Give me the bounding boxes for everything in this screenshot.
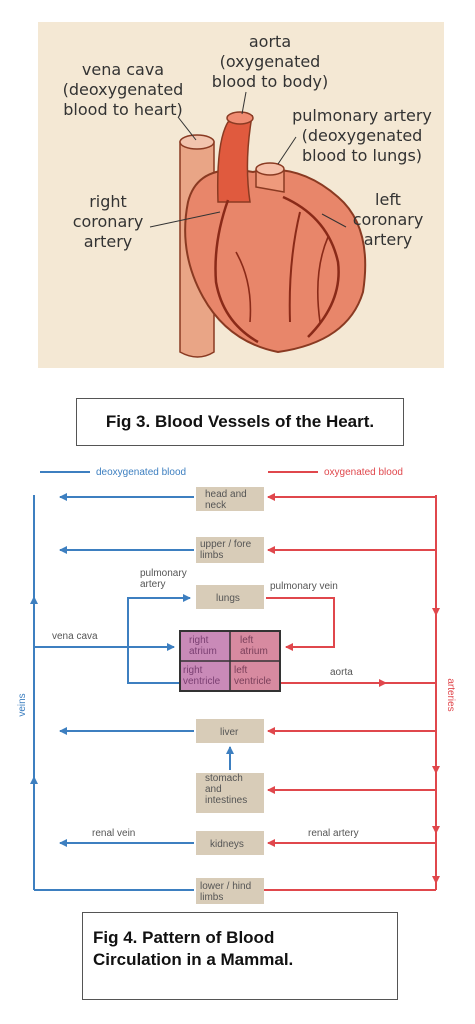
legend-deoxygenated-label: deoxygenated blood (96, 467, 186, 478)
vena-cava-label: vena cava (52, 631, 98, 642)
vena-cava-leader (177, 116, 197, 141)
pulmonary-vein-line (266, 597, 335, 651)
renal-vein-label: renal vein (92, 828, 135, 839)
coronary-branch (316, 236, 329, 323)
organ-box-upper-limbs (196, 537, 264, 563)
organ-label-lungs: lungs (216, 593, 240, 604)
organ-box-stomach (196, 773, 264, 813)
heart-illustration (149, 91, 367, 358)
renal-artery-label: renal artery (308, 828, 359, 839)
right-atrium-box (180, 631, 230, 661)
left-ventricle-box (230, 661, 280, 691)
vena-cava-label: vena cava (deoxygenated blood to heart) (62, 60, 184, 119)
aorta-leader (241, 91, 247, 115)
organ-box-lungs (196, 585, 264, 609)
left-atrium-box (230, 631, 280, 661)
heart-illustration-panel: vena cava (deoxygenated blood to heart) … (38, 22, 444, 368)
pulmonary-artery-line (127, 594, 191, 684)
right-ventricle-box (180, 661, 230, 691)
organ-box-liver (196, 719, 264, 743)
right-coronary-leader (149, 211, 221, 228)
right-coronary-label: right coronary artery (72, 192, 144, 251)
row-stomach (226, 746, 436, 794)
left-coronary-leader (321, 213, 347, 228)
left-coronary-label: left coronary artery (352, 190, 424, 249)
arteries-label: arteries (445, 678, 456, 711)
pulmonary-artery-label: pulmonary artery (deoxygenated blood to … (292, 106, 432, 165)
coronary-branch (288, 211, 301, 323)
organ-label-liver: liver (220, 727, 239, 738)
aorta-opening (226, 111, 254, 125)
heart-body (184, 168, 367, 354)
organ-box-head-neck (196, 487, 264, 511)
veins-label: veins (17, 693, 28, 716)
pulmonary-artery-leader (277, 136, 297, 165)
fig4-caption: Fig 4. Pattern of Blood Circulation in a… (82, 912, 398, 1000)
circulation-diagram: deoxygenated blood oxygenated blood (17, 467, 456, 904)
pulmonary-vein-label: pulmonary vein (270, 581, 338, 592)
organ-label-kidneys: kidneys (210, 839, 244, 850)
left-coronary-artery (282, 195, 340, 338)
fig3-caption: Fig 3. Blood Vessels of the Heart. (76, 398, 404, 446)
aorta-label: aorta (330, 667, 353, 678)
vena-cava-opening (179, 134, 215, 150)
organ-box-kidneys (196, 831, 264, 855)
coronary-branch (235, 251, 252, 323)
organ-box-lower-limbs (196, 878, 264, 904)
right-coronary-artery (214, 199, 259, 344)
aorta-vessel (216, 114, 253, 203)
legend-oxygenated-label: oxygenated blood (324, 467, 403, 478)
pulmonary-artery-opening (255, 162, 285, 176)
aorta-label: aorta (oxygenated blood to body) (211, 32, 329, 91)
